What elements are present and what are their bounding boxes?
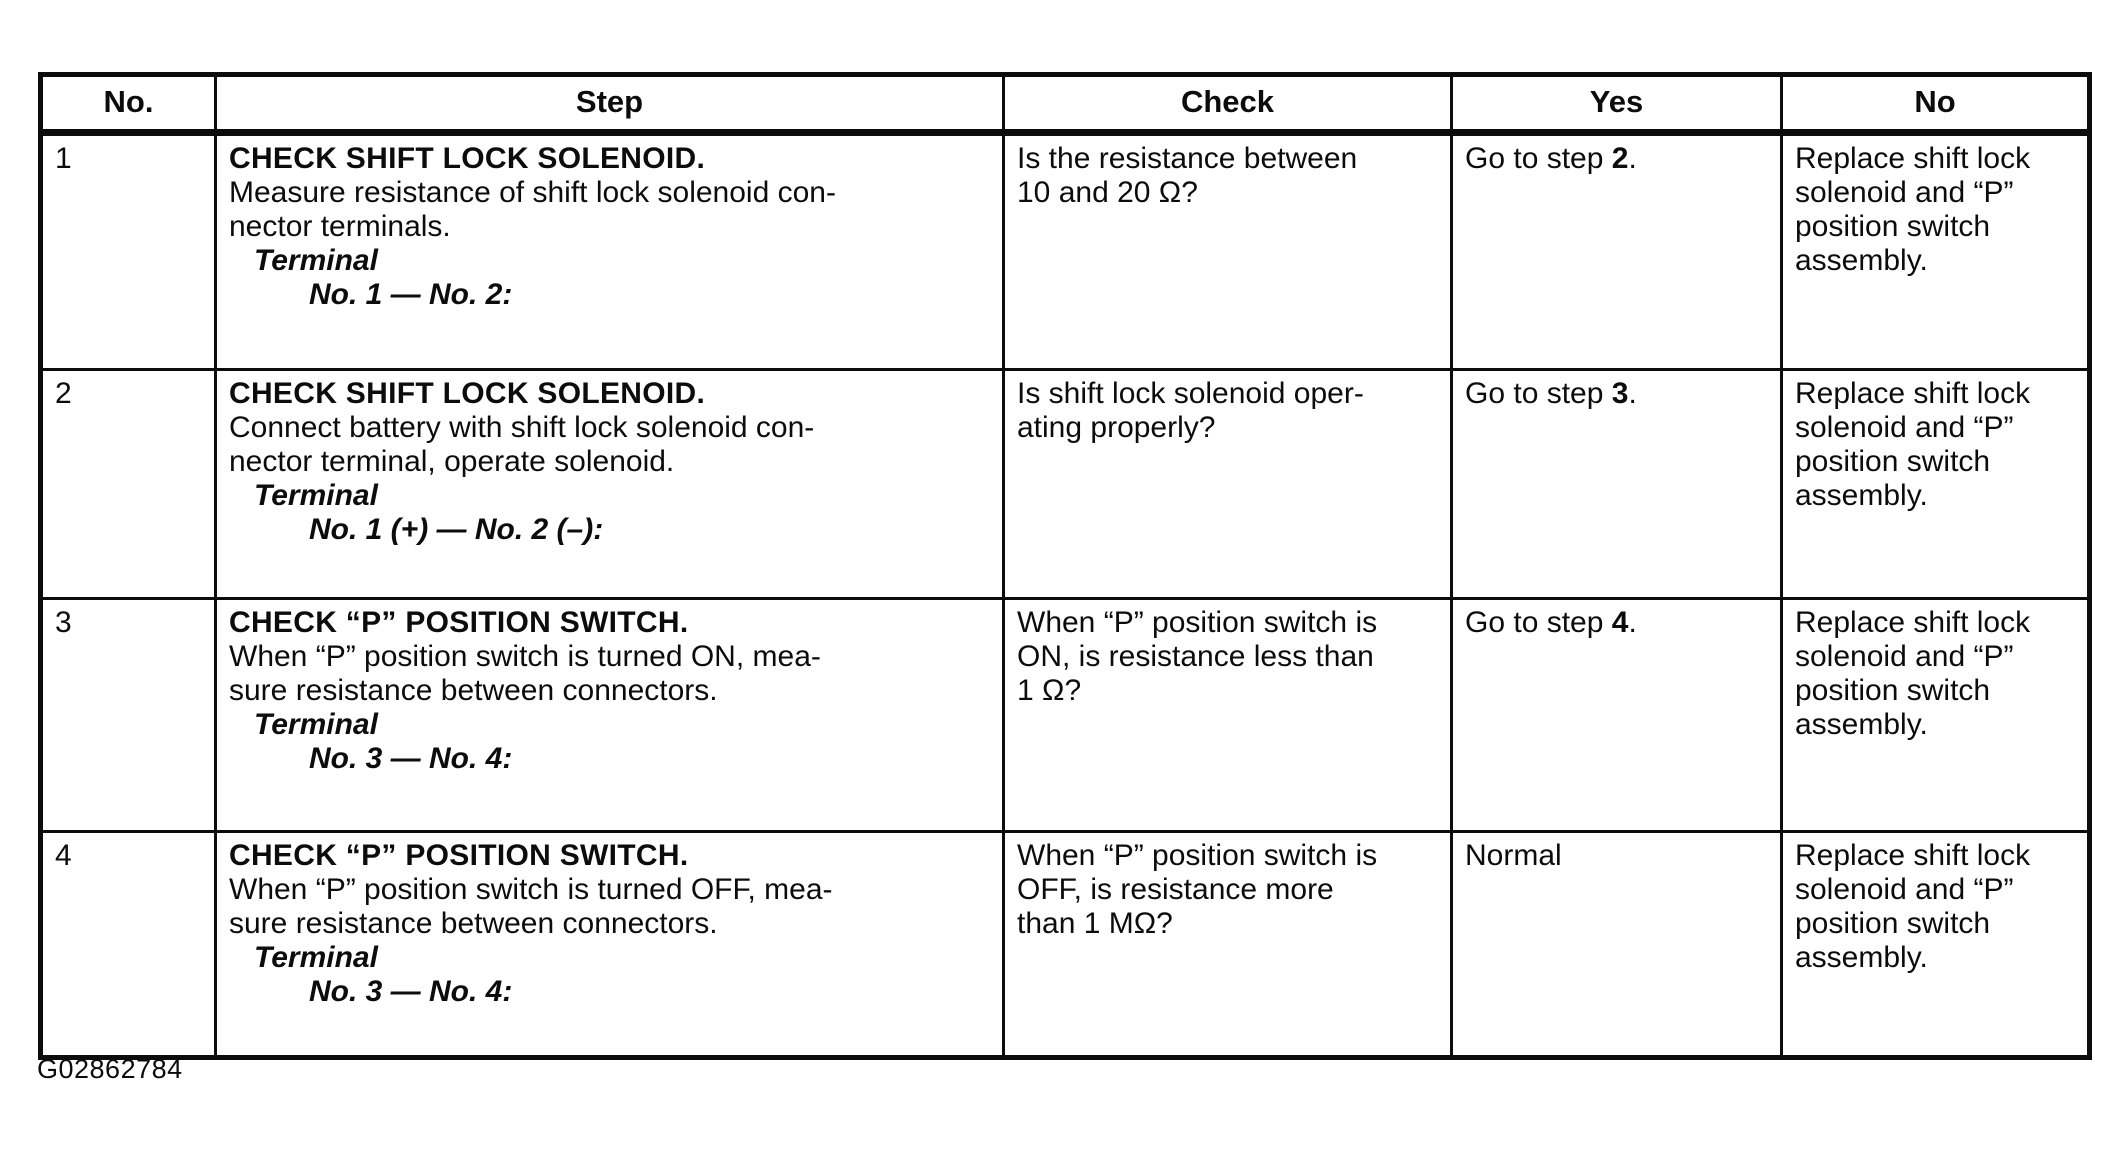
diagnostic-table: No. Step Check Yes No 1 CHECK SHIFT LOCK… xyxy=(38,72,2092,1060)
figure-id: G02862784 xyxy=(37,1054,183,1084)
terminal-label: Terminal xyxy=(254,244,378,277)
cell-check: Is shift lock solenoid oper- ating prope… xyxy=(1002,368,1453,600)
step-description: When “P” position switch is turned OFF, … xyxy=(229,873,833,940)
yes-text-suffix: . xyxy=(1628,142,1637,175)
cell-yes: Go to step 4. xyxy=(1450,597,1783,833)
yes-text-suffix: . xyxy=(1628,606,1637,639)
step-description: When “P” position switch is turned ON, m… xyxy=(229,640,821,707)
step-title: CHECK “P” POSITION SWITCH. xyxy=(229,839,689,872)
cell-no-action: Replace shift lock solenoid and “P” posi… xyxy=(1780,830,2091,1059)
cell-step-number: 3 xyxy=(39,597,217,833)
table-row: 4 CHECK “P” POSITION SWITCH. When “P” po… xyxy=(39,830,2091,1059)
cell-step-number: 1 xyxy=(39,131,217,371)
step-title: CHECK SHIFT LOCK SOLENOID. xyxy=(229,377,706,410)
cell-step: CHECK “P” POSITION SWITCH. When “P” posi… xyxy=(214,830,1005,1059)
step-description: Measure resistance of shift lock solenoi… xyxy=(229,176,836,243)
yes-text: Go to step xyxy=(1465,142,1612,175)
col-header-yes: Yes xyxy=(1450,73,1783,136)
terminal-label: Terminal xyxy=(254,941,378,974)
table-row: 2 CHECK SHIFT LOCK SOLENOID. Connect bat… xyxy=(39,368,2091,600)
terminal-value: No. 3 — No. 4: xyxy=(309,742,513,775)
cell-check: When “P” position switch is ON, is resis… xyxy=(1002,597,1453,833)
yes-text: Go to step xyxy=(1465,377,1612,410)
cell-check: Is the resistance between 10 and 20 Ω? xyxy=(1002,131,1453,371)
terminal-value: No. 3 — No. 4: xyxy=(309,975,513,1008)
cell-step: CHECK SHIFT LOCK SOLENOID. Connect batte… xyxy=(214,368,1005,600)
yes-step-number: 3 xyxy=(1611,377,1629,410)
header-row: No. Step Check Yes No xyxy=(39,73,2091,136)
table-row: 3 CHECK “P” POSITION SWITCH. When “P” po… xyxy=(39,597,2091,833)
step-title: CHECK “P” POSITION SWITCH. xyxy=(229,606,689,639)
col-header-check: Check xyxy=(1002,73,1453,136)
yes-text: Go to step xyxy=(1465,606,1612,639)
step-description: Connect battery with shift lock solenoid… xyxy=(229,411,815,478)
cell-step: CHECK SHIFT LOCK SOLENOID. Measure resis… xyxy=(214,131,1005,371)
col-header-no-result: No xyxy=(1780,73,2091,136)
cell-step-number: 2 xyxy=(39,368,217,600)
cell-yes: Normal xyxy=(1450,830,1783,1059)
terminal-value: No. 1 (+) — No. 2 (–): xyxy=(309,513,604,546)
terminal-value: No. 1 — No. 2: xyxy=(309,278,513,311)
cell-yes: Go to step 2. xyxy=(1450,131,1783,371)
yes-step-number: 2 xyxy=(1611,142,1629,175)
yes-text: Normal xyxy=(1465,839,1562,872)
cell-step-number: 4 xyxy=(39,830,217,1059)
yes-text-suffix: . xyxy=(1628,377,1637,410)
terminal-label: Terminal xyxy=(254,708,378,741)
col-header-no: No. xyxy=(39,73,217,136)
col-header-step: Step xyxy=(214,73,1005,136)
cell-no-action: Replace shift lock solenoid and “P” posi… xyxy=(1780,597,2091,833)
terminal-label: Terminal xyxy=(254,479,378,512)
yes-step-number: 4 xyxy=(1611,606,1629,639)
table-row: 1 CHECK SHIFT LOCK SOLENOID. Measure res… xyxy=(39,131,2091,371)
cell-check: When “P” position switch is OFF, is resi… xyxy=(1002,830,1453,1059)
step-title: CHECK SHIFT LOCK SOLENOID. xyxy=(229,142,706,175)
cell-step: CHECK “P” POSITION SWITCH. When “P” posi… xyxy=(214,597,1005,833)
cell-no-action: Replace shift lock solenoid and “P” posi… xyxy=(1780,131,2091,371)
cell-yes: Go to step 3. xyxy=(1450,368,1783,600)
cell-no-action: Replace shift lock solenoid and “P” posi… xyxy=(1780,368,2091,600)
